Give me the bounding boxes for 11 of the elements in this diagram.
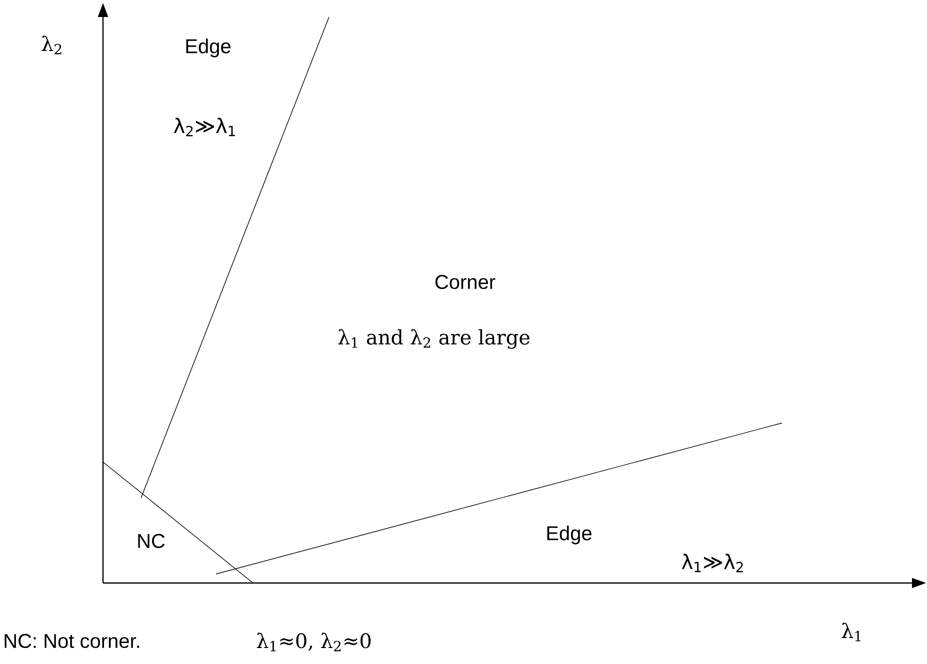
condition-label: λ$_{1}$≈0, λ$_{2}$≈0 xyxy=(256,632,371,652)
axis-label: λ$_{2}$ xyxy=(42,36,62,54)
note-text: NC: Not corner. xyxy=(4,634,140,648)
condition-label: λ$_{2}$≫λ$_{1}$ xyxy=(174,118,235,136)
region-label: Edge xyxy=(547,526,592,544)
axis-label: λ$_{1}$ xyxy=(842,622,861,642)
region-label: Edge xyxy=(186,38,230,58)
condition-label: λ$_{1}$≫λ$_{2}$ xyxy=(682,554,743,572)
condition-label: λ$_{1}$ and λ$_{2}$ are large xyxy=(338,329,530,349)
region-label: NC xyxy=(138,534,165,548)
region-label: Corner xyxy=(435,274,496,290)
